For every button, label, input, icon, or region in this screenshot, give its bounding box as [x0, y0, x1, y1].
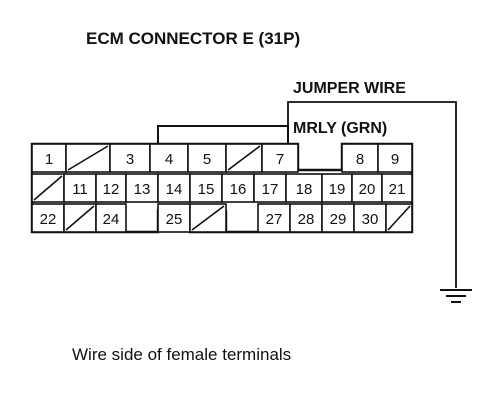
terminal-cell [285, 173, 323, 203]
terminal-cell [381, 173, 413, 203]
unused-terminal-slash [387, 205, 411, 231]
terminal-number: 12 [103, 181, 120, 198]
terminal-number: 11 [72, 181, 88, 198]
unused-terminal-slash [33, 175, 63, 201]
unused-terminal-slash [67, 145, 109, 171]
terminal-cell [261, 143, 299, 173]
terminal-number: 1 [45, 151, 53, 168]
ground-icon [440, 289, 472, 303]
terminal-cell [187, 143, 227, 173]
connector-lock-tab [157, 125, 289, 144]
terminal-number: 3 [126, 151, 134, 168]
caption: Wire side of female terminals [72, 345, 291, 364]
unused-terminal-slash [191, 205, 225, 231]
terminal-number: 4 [165, 151, 173, 168]
terminal-cell [149, 143, 189, 173]
terminal-cell [95, 173, 127, 203]
terminal-number: 18 [296, 181, 313, 198]
terminal-cell [63, 173, 97, 203]
terminal-number: 8 [356, 151, 364, 168]
diagram-title: ECM CONNECTOR E (31P) [86, 29, 300, 48]
terminal-number: 21 [389, 181, 406, 198]
terminal-number: 16 [230, 181, 247, 198]
terminal-cell [253, 173, 287, 203]
unused-terminal-slash [227, 145, 261, 171]
unused-terminal-slash [65, 205, 95, 231]
terminal-number: 29 [330, 211, 347, 228]
terminal-number: 20 [359, 181, 376, 198]
terminal-cell [95, 203, 127, 233]
terminal-number: 7 [276, 151, 284, 168]
terminal-cell [31, 203, 65, 233]
terminal-cell [125, 173, 159, 203]
terminal-number: 19 [329, 181, 346, 198]
terminal-number: 27 [266, 211, 283, 228]
terminal-number: 28 [298, 211, 315, 228]
terminal-cell [157, 203, 191, 233]
terminal-cell [221, 173, 255, 203]
mrly-label: MRLY (GRN) [293, 120, 387, 137]
terminal-number: 24 [103, 211, 120, 228]
terminal-cell [351, 173, 383, 203]
terminal-number: 17 [262, 181, 279, 198]
terminal-number: 9 [391, 151, 399, 168]
terminal-number: 13 [134, 181, 151, 198]
terminal-number: 5 [203, 151, 211, 168]
terminal-number: 15 [198, 181, 215, 198]
jumper-wire-label: JUMPER WIRE [293, 80, 406, 97]
terminal-cell [157, 173, 191, 203]
terminal-cell [289, 203, 323, 233]
terminal-number: 22 [40, 211, 57, 228]
terminal-number: 30 [362, 211, 379, 228]
terminal-number: 14 [166, 181, 183, 198]
terminal-cell [321, 173, 353, 203]
jumper-wire [287, 101, 457, 288]
terminal-cell [377, 143, 413, 173]
terminal-cell [257, 203, 291, 233]
terminal-number: 25 [166, 211, 183, 228]
